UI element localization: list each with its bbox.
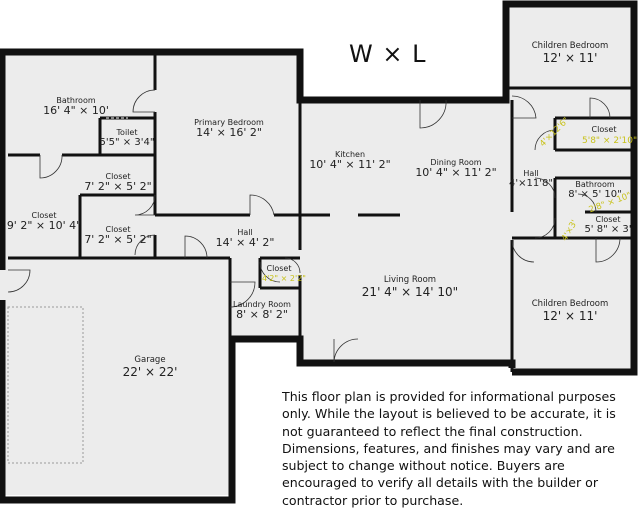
- room-dims: 9' 2" × 10' 4": [6, 219, 82, 233]
- room-garage: Garage 22' × 22': [122, 355, 178, 380]
- room-dims: 7' 2" × 5' 2": [84, 180, 152, 194]
- room-dims: 16' 4" × 10': [43, 104, 109, 118]
- room-toilet: Toilet 5'5" × 3'4": [100, 128, 155, 149]
- room-dims: 21' 4" × 14' 10": [361, 284, 459, 299]
- room-dims: 14' × 4' 2": [215, 236, 275, 250]
- room-bathroom-left: Bathroom 16' 4" × 10': [43, 96, 109, 118]
- room-dims: 22' × 22': [122, 364, 178, 379]
- closet-right-top-dims: 5'8" × 2'10": [582, 136, 638, 146]
- room-kitchen: Kitchen 10' 4" × 11' 2": [309, 150, 390, 172]
- room-name: Bathroom: [56, 96, 96, 105]
- room-laundry: Laundry Room 8' × 8' 2": [233, 300, 291, 322]
- room-name: Closet: [266, 264, 292, 273]
- room-dining-room: Dining Room 10' 4" × 11' 2": [415, 158, 496, 180]
- room-name: Hall: [523, 169, 539, 178]
- room-dims: 5' 8" × 3': [584, 224, 632, 236]
- closet-small-dims: 4'2" × 2'2": [262, 274, 306, 283]
- room-name: Bathroom: [575, 180, 615, 189]
- room-dims: 12' × 11': [542, 308, 598, 323]
- room-closet-right-bottom: Closet 5' 8" × 3': [584, 215, 631, 236]
- room-name: Closet: [105, 225, 131, 234]
- room-hall-right: Hall 4'×11'8": [509, 169, 553, 190]
- room-closet-small: Closet: [267, 264, 292, 273]
- room-dims: 7' 2" × 5' 2": [84, 233, 152, 247]
- room-closet-a: Closet 7' 2" × 5' 2": [84, 172, 151, 194]
- room-dims: 8' × 8' 2": [236, 308, 288, 322]
- room-name: Garage: [134, 355, 166, 365]
- floor-area: [0, 6, 632, 495]
- door-swings: [7, 89, 621, 363]
- room-name: Closet: [31, 211, 57, 220]
- disclaimer-text: This floor plan is provided for informat…: [282, 389, 616, 508]
- room-closet-right-top: Closet: [592, 125, 617, 134]
- room-closet-c: Closet 7' 2" × 5' 2": [84, 225, 151, 247]
- room-bathroom-right: Bathroom 8' × 5' 10": [568, 180, 621, 201]
- room-name: Hall: [237, 228, 253, 237]
- interior-walls: [8, 52, 634, 372]
- room-name: Closet: [595, 215, 621, 224]
- room-name: Laundry Room: [233, 300, 291, 309]
- room-dims: 10' 4" × 11' 2": [415, 166, 497, 180]
- room-living-room: Living Room 21' 4" × 14' 10": [361, 275, 459, 300]
- room-name: Dining Room: [430, 158, 482, 167]
- room-name: Children Bedroom: [531, 41, 609, 51]
- room-children-bedroom-bottom: Children Bedroom 12' × 11': [531, 299, 609, 324]
- room-hall-center: Hall 14' × 4' 2": [216, 228, 275, 250]
- room-dims: 10' 4" × 11' 2": [309, 158, 391, 172]
- room-name: Living Room: [383, 275, 437, 285]
- room-primary-bedroom: Primary Bedroom 14' × 16' 2": [194, 118, 264, 140]
- room-dims: 5'5" × 3'4": [99, 137, 155, 149]
- garage-door-outline: [7, 306, 84, 464]
- room-name: Children Bedroom: [531, 299, 609, 309]
- room-children-bedroom-top: Children Bedroom 12' × 11': [531, 41, 609, 66]
- room-dims: 12' × 11': [542, 50, 598, 65]
- room-name: Toilet: [116, 128, 138, 137]
- room-dims: 8' × 5' 10": [568, 189, 622, 201]
- room-dims: 14' × 16' 2": [196, 126, 262, 140]
- room-name: Primary Bedroom: [194, 118, 264, 127]
- room-name: Closet: [105, 172, 131, 181]
- room-name: Kitchen: [334, 150, 366, 159]
- room-closet-b: Closet 9' 2" × 10' 4": [7, 211, 81, 233]
- legend-wxl: W × L: [349, 40, 427, 68]
- room-dims: 4'×11'8": [509, 178, 553, 190]
- room-name: Closet: [591, 125, 617, 134]
